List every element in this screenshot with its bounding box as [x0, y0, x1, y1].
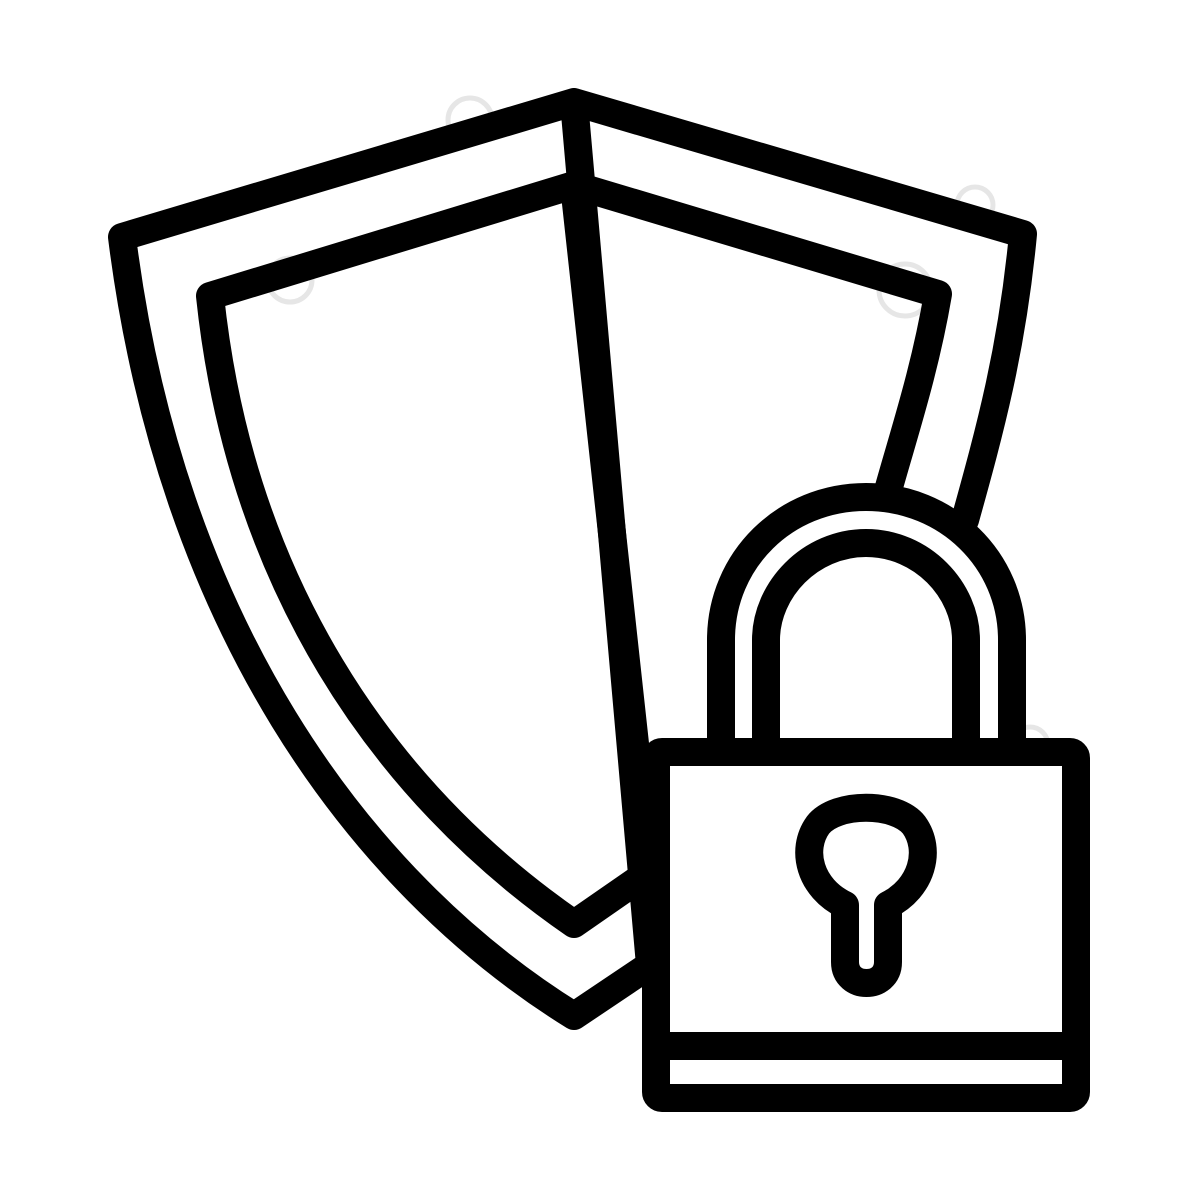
padlock-icon — [642, 483, 1090, 1112]
keyhole-icon — [795, 793, 937, 997]
padlock-body — [642, 738, 1090, 1112]
shield-icon — [108, 88, 1037, 1030]
